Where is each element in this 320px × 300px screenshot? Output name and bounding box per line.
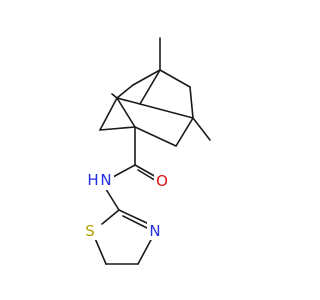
bond-cage-5 bbox=[116, 84, 134, 99]
structure-diagram: O H N N S bbox=[82, 37, 211, 265]
bond-cage-12 bbox=[134, 126, 177, 147]
bonds bbox=[93, 37, 211, 265]
bond-c2-n-2 bbox=[122, 215, 150, 230]
bond-cage-7 bbox=[99, 97, 118, 131]
sulfur-label: S bbox=[85, 222, 95, 240]
bond-cage-1 bbox=[139, 69, 161, 105]
bond-c2-s bbox=[101, 209, 120, 225]
hydrogen-label: H bbox=[87, 171, 98, 189]
oxygen-label: O bbox=[156, 172, 168, 190]
bond-methyl-right bbox=[192, 117, 211, 141]
bond-cage-3 bbox=[132, 69, 161, 86]
molecule-canvas: O H N N S bbox=[82, 37, 211, 265]
bond-methyl-left bbox=[111, 93, 118, 99]
bond-cage-10 bbox=[139, 103, 194, 119]
bond-cage-11 bbox=[175, 117, 194, 147]
bond-c-n bbox=[112, 164, 136, 178]
bond-cage-9 bbox=[189, 86, 194, 119]
atom-labels: O H N N S bbox=[82, 170, 170, 240]
ring-nitrogen-label: N bbox=[149, 222, 160, 240]
bond-cage-8 bbox=[99, 126, 136, 131]
bond-cage-2 bbox=[159, 69, 191, 88]
bond-c4-n bbox=[137, 237, 153, 265]
bond-c2-n-1 bbox=[118, 209, 150, 225]
bond-cage-4 bbox=[116, 97, 141, 105]
bond-s-c5 bbox=[93, 235, 107, 265]
amide-nitrogen-label: N bbox=[100, 171, 111, 189]
bond-cage-6 bbox=[116, 97, 136, 128]
